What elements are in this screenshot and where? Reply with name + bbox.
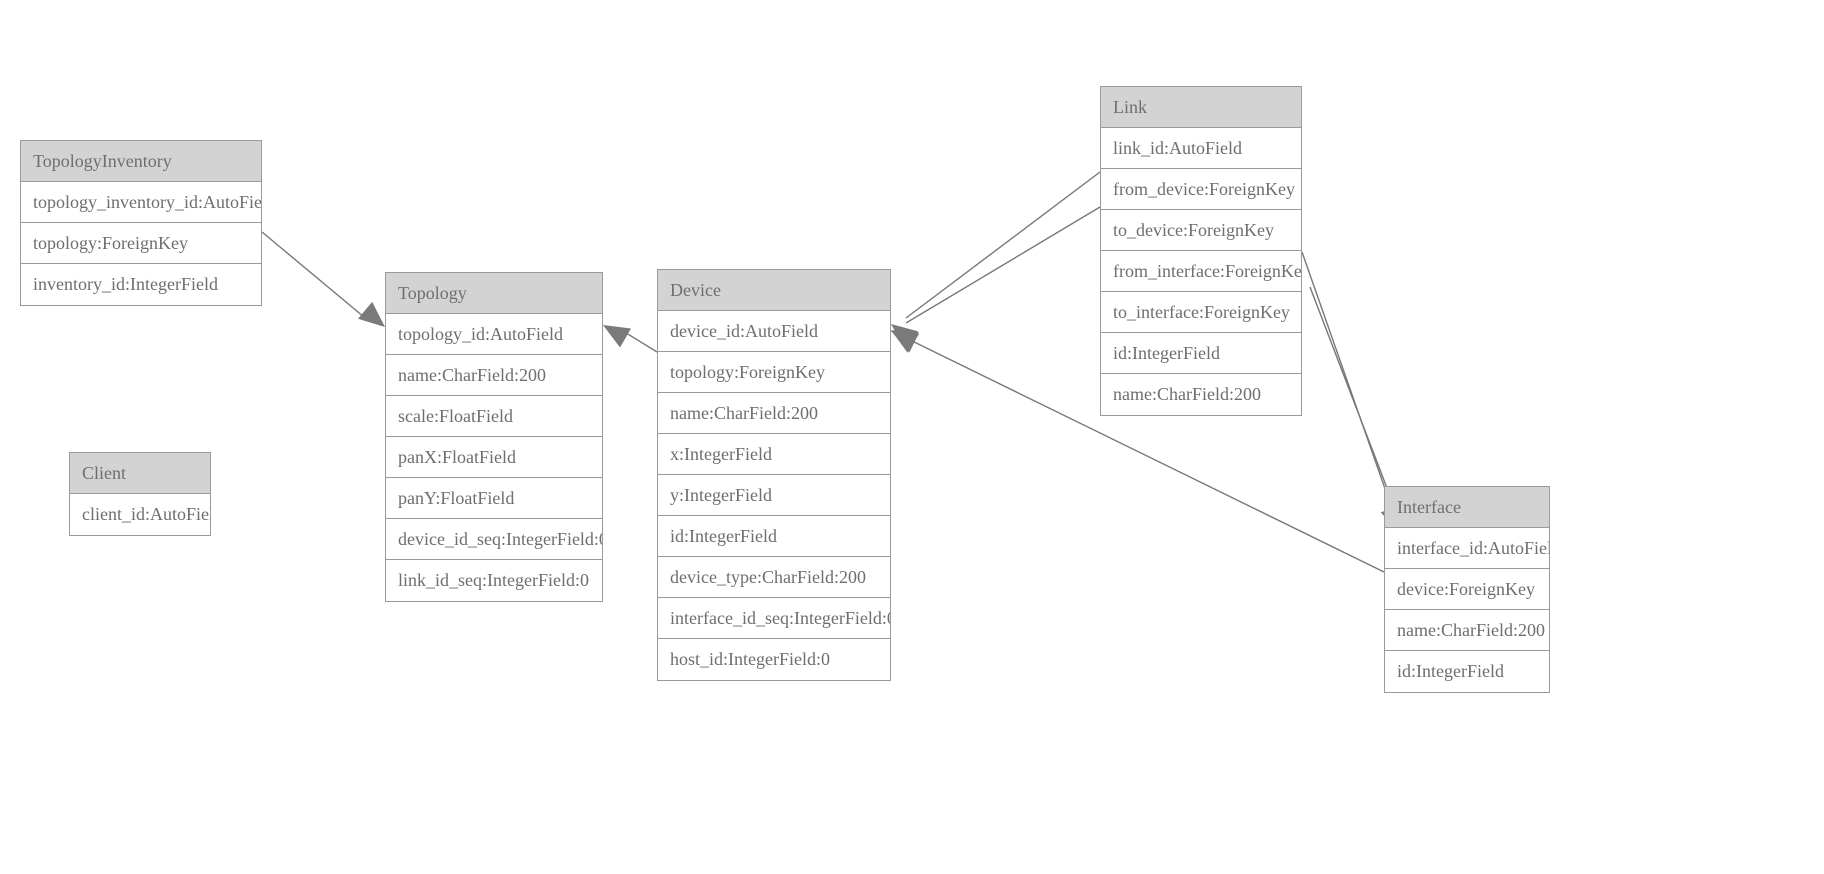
entity-field[interactable]: link_id_seq:IntegerField:0 xyxy=(386,560,602,601)
relationship-edge-link-to-device xyxy=(905,206,1101,324)
entity-field[interactable]: host_id:IntegerField:0 xyxy=(658,639,890,680)
entity-field[interactable]: inventory_id:IntegerField xyxy=(21,264,261,305)
entity-field[interactable]: id:IntegerField xyxy=(1101,333,1301,374)
entity-field[interactable]: client_id:AutoField xyxy=(70,494,210,535)
entity-field[interactable]: device_id_seq:IntegerField:0 xyxy=(386,519,602,560)
entity-field[interactable]: device_id:AutoField xyxy=(658,311,890,352)
relationship-edge-link-from-device xyxy=(905,171,1101,319)
entity-field[interactable]: id:IntegerField xyxy=(1385,651,1549,692)
entity-field[interactable]: interface_id_seq:IntegerField:0 xyxy=(658,598,890,639)
entity-field[interactable]: name:CharField:200 xyxy=(1385,610,1549,651)
entity-title-interface: Interface xyxy=(1385,487,1549,528)
entity-field[interactable]: id:IntegerField xyxy=(658,516,890,557)
entity-field[interactable]: y:IntegerField xyxy=(658,475,890,516)
entity-field[interactable]: x:IntegerField xyxy=(658,434,890,475)
entity-field[interactable]: interface_id:AutoField xyxy=(1385,528,1549,569)
entity-field[interactable]: topology:ForeignKey xyxy=(658,352,890,393)
relationship-arrowhead-interface-device xyxy=(891,331,920,353)
entity-field[interactable]: name:CharField:200 xyxy=(1101,374,1301,415)
relationship-edge-link-from-interface xyxy=(1301,251,1397,521)
entity-field[interactable]: to_interface:ForeignKey xyxy=(1101,292,1301,333)
entity-field[interactable]: name:CharField:200 xyxy=(658,393,890,434)
entity-title-topology: Topology xyxy=(386,273,602,314)
entity-title-client: Client xyxy=(70,453,210,494)
entity-field[interactable]: topology_inventory_id:AutoField xyxy=(21,182,261,223)
entity-title-topology_inventory: TopologyInventory xyxy=(21,141,261,182)
entity-field[interactable]: device:ForeignKey xyxy=(1385,569,1549,610)
entity-field[interactable]: from_device:ForeignKey xyxy=(1101,169,1301,210)
entity-field[interactable]: name:CharField:200 xyxy=(386,355,602,396)
relationship-edge-device-topology xyxy=(617,327,658,353)
entity-title-device: Device xyxy=(658,270,890,311)
entity-field[interactable]: device_type:CharField:200 xyxy=(658,557,890,598)
entity-field[interactable]: link_id:AutoField xyxy=(1101,128,1301,169)
entity-field[interactable]: panY:FloatField xyxy=(386,478,602,519)
entity-title-link: Link xyxy=(1101,87,1301,128)
entity-field[interactable]: topology:ForeignKey xyxy=(21,223,261,264)
entity-field[interactable]: scale:FloatField xyxy=(386,396,602,437)
entity-field[interactable]: to_device:ForeignKey xyxy=(1101,210,1301,251)
entity-field[interactable]: topology_id:AutoField xyxy=(386,314,602,355)
relationship-edge-topologyinventory-topology xyxy=(261,231,371,323)
entity-field[interactable]: panX:FloatField xyxy=(386,437,602,478)
entity-field[interactable]: from_interface:ForeignKey xyxy=(1101,251,1301,292)
